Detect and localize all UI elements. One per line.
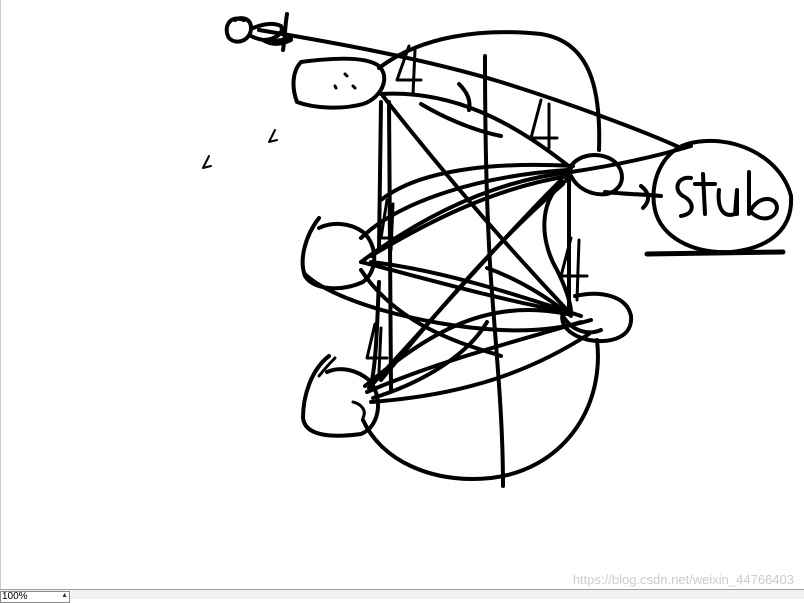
edge-a-d bbox=[377, 100, 383, 250]
edge-d-bottom-curve bbox=[359, 268, 503, 358]
edge-e-f-3 bbox=[363, 308, 569, 388]
stray-mark-2 bbox=[202, 155, 212, 169]
glyph-four-2 bbox=[529, 98, 559, 150]
center-vertical bbox=[483, 54, 505, 488]
edge-c-d-3 bbox=[359, 168, 569, 240]
glyph-four-1 bbox=[395, 44, 423, 96]
glyph-four-4 bbox=[379, 198, 401, 252]
status-bar: 100% ▲ bbox=[0, 589, 804, 603]
node-a bbox=[291, 56, 387, 110]
edge-c-e-diag-2 bbox=[379, 182, 565, 382]
glyph-stub bbox=[675, 170, 779, 221]
zoom-level-text: 100% bbox=[2, 591, 28, 602]
paint-canvas[interactable] bbox=[0, 0, 804, 589]
edge-scribble-stub bbox=[257, 28, 683, 150]
stub-circle bbox=[651, 138, 794, 255]
top-left-scribble bbox=[224, 12, 293, 52]
node-e-hook bbox=[317, 356, 366, 420]
edge-mid-f bbox=[485, 266, 573, 318]
edge-e-f-1 bbox=[369, 332, 591, 404]
edge-c-loop bbox=[542, 178, 573, 312]
zoom-level-field[interactable]: 100% ▲ bbox=[0, 591, 70, 603]
zoom-spinner-icon[interactable]: ▲ bbox=[61, 592, 68, 599]
node-a-dots bbox=[333, 72, 357, 90]
edge-a-arc bbox=[377, 30, 602, 152]
glyph-four-3 bbox=[559, 236, 589, 302]
stub-underline bbox=[644, 249, 786, 257]
edge-center-e bbox=[371, 320, 489, 400]
edge-e-f-2 bbox=[365, 320, 583, 394]
node-d bbox=[300, 216, 377, 291]
edge-a-c bbox=[379, 91, 573, 170]
hand-drawn-graph bbox=[202, 12, 794, 488]
edge-e-f-arc bbox=[361, 338, 600, 481]
hook-mark bbox=[419, 82, 503, 138]
edge-c-d-4 bbox=[379, 162, 575, 202]
glyph-four-5 bbox=[365, 322, 389, 374]
edge-c-d-1 bbox=[359, 170, 573, 264]
watermark: https://blog.csdn.net/weixin_44766403 bbox=[572, 572, 794, 587]
node-f-loop bbox=[561, 314, 603, 335]
node-e bbox=[301, 354, 381, 438]
node-f bbox=[560, 291, 634, 343]
stray-mark-1 bbox=[268, 129, 278, 143]
edge-d-f-1 bbox=[359, 260, 569, 314]
node-c bbox=[567, 153, 624, 197]
